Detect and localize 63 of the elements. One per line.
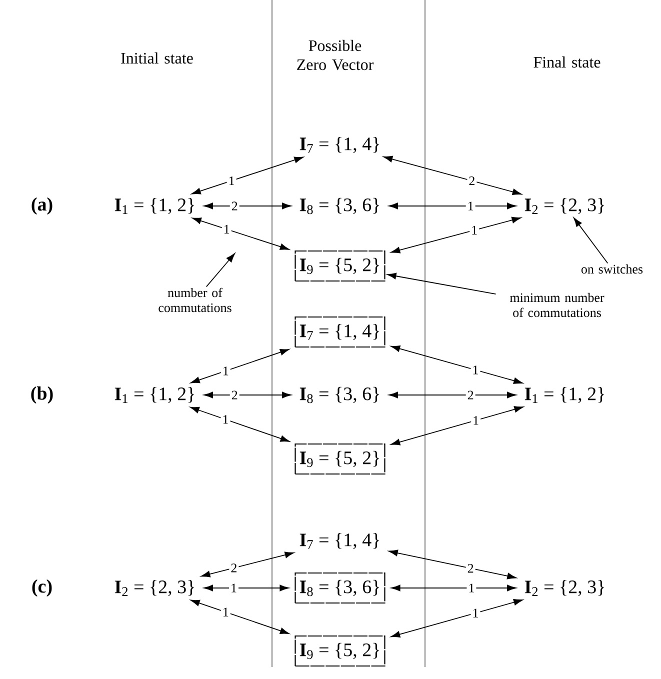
double-arrow <box>190 406 290 442</box>
vector-label: I$_{2}$ = {2, 3} <box>524 580 604 596</box>
double-arrow <box>388 392 516 398</box>
vector-label: I$_{1}$ = {1, 2} <box>114 386 194 404</box>
framed-vector-box: I$_{9}$ = {5, 2} <box>294 250 386 282</box>
column-heading: Final state <box>534 56 600 68</box>
double-arrow <box>388 550 516 580</box>
column-heading: Possible Zero Vector <box>297 40 374 70</box>
double-arrow <box>190 600 290 634</box>
vector-label: I$_{8}$ = {3, 6} <box>300 198 379 214</box>
vector-label: I$_{7}$ = {1, 4} <box>300 136 379 154</box>
annotation-text: minimum number of commutations <box>510 292 604 318</box>
vector-label: I$_{1}$ = {1, 2} <box>114 198 194 214</box>
row-label: (b) <box>31 386 53 404</box>
edge-label: 2 <box>230 389 240 401</box>
framed-vector-box: I$_{9}$ = {5, 2} <box>294 635 386 667</box>
vector-label: I$_{8}$ = {3, 6} <box>300 386 379 404</box>
row-label: (c) <box>32 579 52 597</box>
edge-label: 1 <box>220 365 230 377</box>
double-arrow <box>390 345 523 384</box>
leader-line <box>574 218 608 264</box>
double-arrow <box>192 218 290 250</box>
edge-label: 1 <box>220 606 230 618</box>
double-arrow <box>383 156 522 196</box>
vector-label: I$_{7}$ = {1, 4} <box>300 532 379 550</box>
edge-label: 2 <box>229 562 239 574</box>
edge-label: 1 <box>470 364 480 376</box>
edge-label: 1 <box>466 200 476 212</box>
leader-line <box>206 253 236 288</box>
edge-label: 1 <box>470 607 480 619</box>
double-arrow <box>391 584 516 592</box>
framed-vector-box: I$_{8}$ = {3, 6} <box>294 572 386 604</box>
double-arrow <box>388 202 516 210</box>
edge-label: 1 <box>471 414 481 426</box>
double-arrow <box>190 348 290 384</box>
column-heading: Initial state <box>121 52 193 64</box>
double-arrow <box>200 552 294 578</box>
edge-label: 2 <box>467 174 477 187</box>
vector-label: I$_{2}$ = {2, 3} <box>114 580 194 596</box>
edge-label: 1 <box>222 223 232 235</box>
framed-vector-box: I$_{9}$ = {5, 2} <box>294 443 386 475</box>
double-arrow <box>204 392 292 398</box>
edge-label: 2 <box>466 389 476 401</box>
double-arrow <box>192 156 304 194</box>
annotation-text: number of commutations <box>158 288 232 312</box>
edge-label: 1 <box>470 224 480 236</box>
leader-line <box>387 272 496 294</box>
double-arrow <box>204 584 289 592</box>
double-arrow <box>390 599 523 638</box>
vector-label: I$_{2}$ = {2, 3} <box>524 198 604 214</box>
double-arrow <box>390 216 522 254</box>
vector-label: I$_{1}$ = {1, 2} <box>524 386 604 404</box>
edge-label: 1 <box>229 582 238 594</box>
edge-label: 1 <box>466 582 476 594</box>
edge-label: 1 <box>220 414 230 426</box>
double-arrow <box>390 406 524 446</box>
row-label: (a) <box>32 197 52 215</box>
framed-vector-box: I$_{7}$ = {1, 4} <box>294 316 386 348</box>
edge-label: 1 <box>226 174 236 187</box>
double-arrow <box>204 202 292 210</box>
edge-label: 2 <box>230 200 240 212</box>
annotation-text: on switches <box>581 264 643 274</box>
edge-label: 2 <box>466 562 476 574</box>
